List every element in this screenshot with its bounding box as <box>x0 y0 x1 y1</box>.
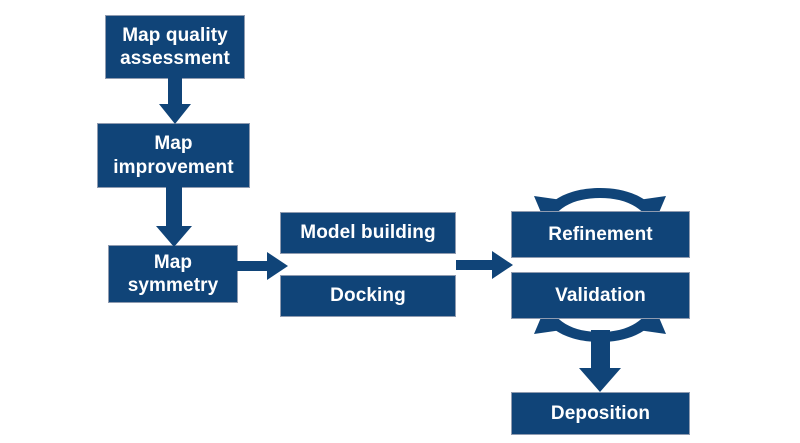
arrow-improvement-to-symmetry <box>156 186 192 247</box>
node-label-validation: Validation <box>555 284 646 306</box>
node-map-improvement[interactable]: Map improvement <box>97 123 250 188</box>
node-label-map-symmetry: Map symmetry <box>127 251 219 296</box>
node-label-docking: Docking <box>330 285 406 307</box>
arrow-quality-to-improvement <box>159 76 191 124</box>
node-label-deposition: Deposition <box>550 402 651 424</box>
node-label-model-building: Model building <box>300 222 436 244</box>
arrow-building-to-refinement <box>456 251 513 279</box>
node-label-map-improvement: Map improvement <box>113 133 234 178</box>
node-map-quality-assessment[interactable]: Map quality assessment <box>105 15 245 79</box>
node-model-building[interactable]: Model building <box>280 212 456 254</box>
node-label-map-quality-assessment: Map quality assessment <box>120 24 230 69</box>
arrow-cycle-to-deposition <box>579 330 621 392</box>
node-deposition[interactable]: Deposition <box>511 392 690 435</box>
node-label-refinement: Refinement <box>548 223 653 245</box>
node-docking[interactable]: Docking <box>280 275 456 317</box>
node-refinement[interactable]: Refinement <box>511 211 690 258</box>
node-map-symmetry[interactable]: Map symmetry <box>108 245 238 303</box>
node-validation[interactable]: Validation <box>511 272 690 319</box>
